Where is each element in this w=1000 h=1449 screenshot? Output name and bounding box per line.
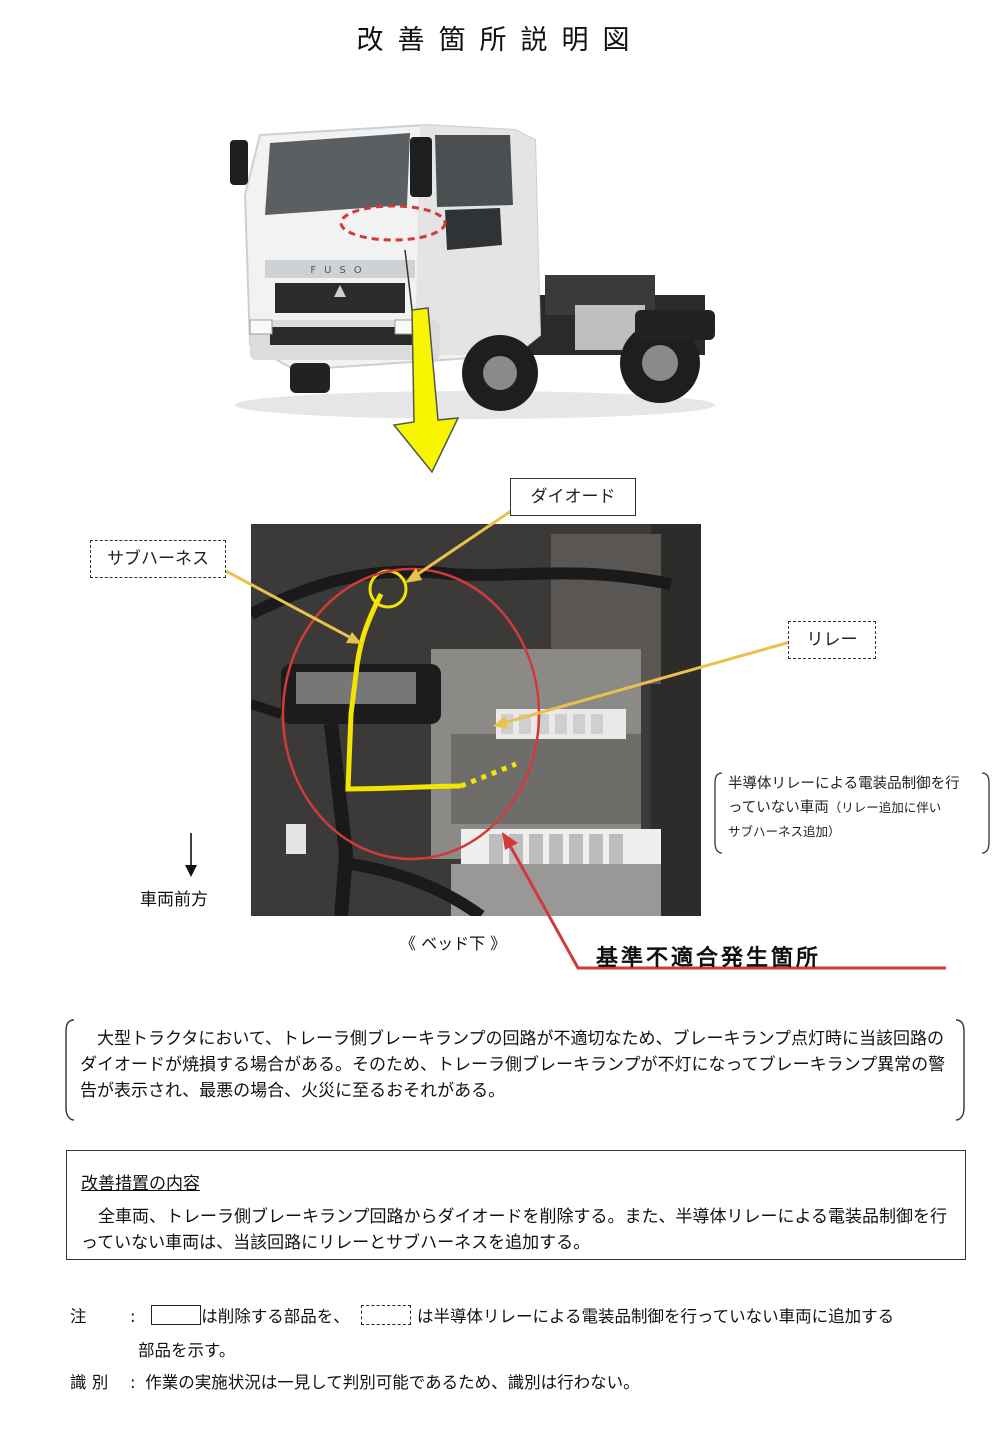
nonconformity-location-label: 基準不適合発生箇所 (596, 946, 822, 971)
note-text-2: は半導体リレーによる電装品制御を行っていない車両に追加する (417, 1307, 895, 1326)
relay-note-line-2: っていない車両 (728, 800, 829, 816)
diode-label: ダイオード (510, 478, 636, 516)
under-bed-label: 《 ベッド下 》 (400, 934, 507, 953)
vehicle-front-label: 車両前方 (140, 890, 208, 910)
description-text: 大型トラクタにおいて、トレーラ側ブレーキランプの回路が不適切なため、ブレーキラン… (80, 1029, 946, 1101)
identification-key: 識 別 (70, 1373, 109, 1392)
description-block: 大型トラクタにおいて、トレーラ側ブレーキランプの回路が不適切なため、ブレーキラン… (62, 1018, 968, 1122)
measures-heading: 改善措置の内容 (81, 1174, 200, 1194)
measures-box: 改善措置の内容 全車両、トレーラ側ブレーキランプ回路からダイオードを削除する。ま… (66, 1150, 966, 1260)
note-row: 注: は削除する部品を、 は半導体リレーによる電装品制御を行っていない車両に追加… (70, 1300, 990, 1334)
pointer-arrow (392, 250, 460, 474)
solid-box-legend-icon (151, 1305, 202, 1325)
sub-harness-label: サブハーネス (90, 540, 226, 578)
identification-row: 識 別: 作業の実施状況は一見して判別可能であるため、識別は行わない。 (70, 1366, 990, 1400)
truck-illustration: FUSO (230, 123, 715, 419)
relay-note: 半導体リレーによる電装品制御を行 っていない車両（リレー追加に伴い サブハーネス… (712, 770, 992, 856)
note-text-1: は削除する部品を、 (201, 1307, 350, 1326)
page-title: 改善箇所説明図 (356, 25, 644, 56)
relay-label: リレー (788, 621, 876, 659)
identification-text: 作業の実施状況は一見して判別可能であるため、識別は行わない。 (145, 1373, 640, 1392)
dashed-box-legend-icon (361, 1305, 411, 1325)
truck-brand-text: FUSO (310, 265, 369, 276)
leader-lines (223, 503, 946, 970)
relay-note-line-1: 半導体リレーによる電装品制御を行 (728, 776, 960, 792)
note-key: 注 (70, 1307, 87, 1326)
measures-text: 全車両、トレーラ側ブレーキランプ回路からダイオードを削除する。また、半導体リレー… (81, 1207, 947, 1253)
relay-note-line-3: サブハーネス追加） (728, 824, 841, 839)
relay-note-line-2-small: （リレー追加に伴い (828, 800, 942, 815)
under-bed-photo (251, 524, 701, 916)
vehicle-front-arrow-icon (185, 833, 197, 877)
note-text-3: 部品を示す。 (138, 1341, 236, 1360)
